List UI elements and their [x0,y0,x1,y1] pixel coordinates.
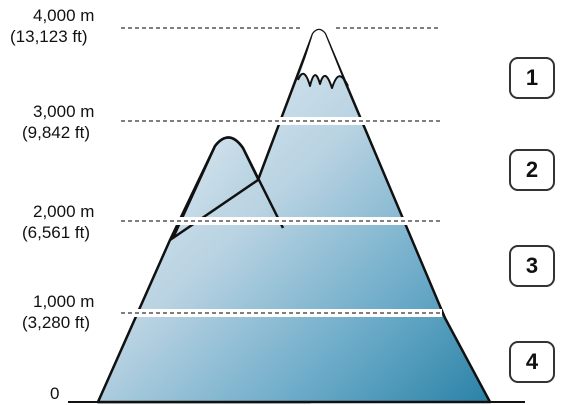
zone-badge-2: 2 [509,149,555,191]
altitude-label-feet: (3,280 ft) [22,313,90,333]
altitude-label-feet: (6,561 ft) [22,223,90,243]
zone-badge-3: 3 [509,245,555,287]
altitude-label-feet: (13,123 ft) [10,27,88,47]
altitude-label-meters: 3,000 m [33,102,94,122]
altitude-label-meters: 4,000 m [33,6,94,26]
altitude-label-meters: 1,000 m [33,292,94,312]
zone-badge-4: 4 [509,341,555,383]
altitude-label-zero: 0 [50,384,59,404]
altitude-label-meters: 2,000 m [33,202,94,222]
zone-badge-1: 1 [509,57,555,99]
altitude-label-feet: (9,842 ft) [22,123,90,143]
main-peak [98,30,490,402]
